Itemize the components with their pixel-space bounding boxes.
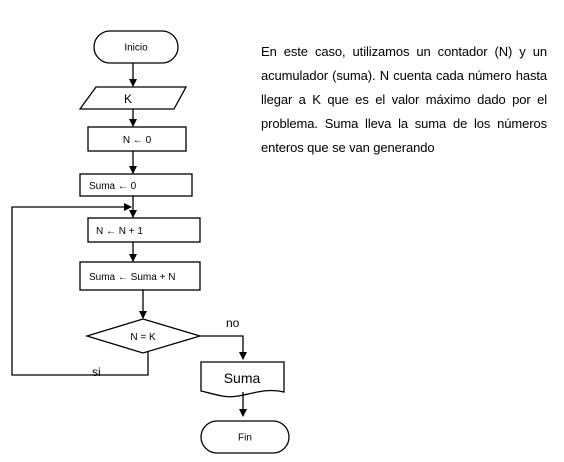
init-suma-label: Suma ← 0 xyxy=(89,181,137,192)
arrow-no-branch xyxy=(200,335,247,360)
increment-box xyxy=(87,217,201,243)
decision-label: N = K xyxy=(130,332,156,343)
input-parallelogram xyxy=(78,86,188,110)
loop-back-line xyxy=(11,203,149,376)
output-label: Suma xyxy=(224,370,261,386)
init-suma-box xyxy=(79,173,193,197)
init-n-box xyxy=(87,126,187,152)
description-text: En este caso, utilizamos un contador (N)… xyxy=(261,44,547,155)
start-terminator xyxy=(93,30,179,64)
decision-diamond xyxy=(84,318,203,354)
accumulate-label: Suma ← Suma + N xyxy=(89,272,175,283)
output-document xyxy=(200,361,285,398)
init-n-label: N ← 0 xyxy=(123,135,152,146)
branch-si-label: si xyxy=(92,365,101,379)
end-terminator xyxy=(200,420,290,454)
increment-label: N ← N + 1 xyxy=(96,226,143,237)
branch-no-label: no xyxy=(226,316,240,330)
input-label: K xyxy=(124,92,132,106)
start-label: Inicio xyxy=(124,43,148,54)
accumulate-box xyxy=(79,261,201,291)
end-label: Fin xyxy=(238,433,252,444)
